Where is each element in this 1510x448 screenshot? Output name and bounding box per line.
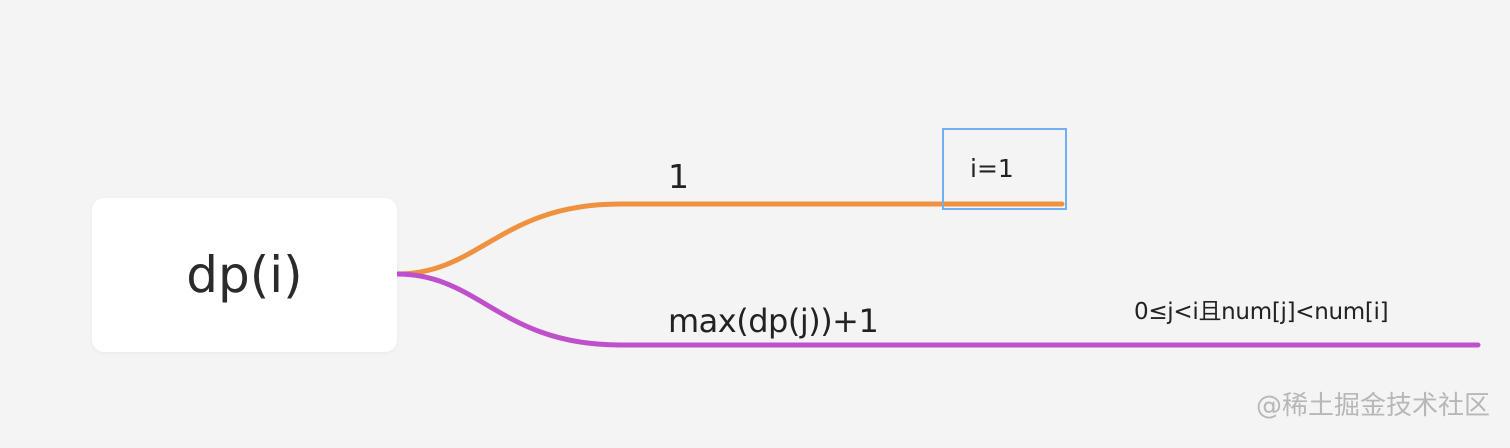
watermark: @稀土掘金技术社区 <box>1255 391 1490 421</box>
leaf-1-label: i=1 <box>970 154 1014 183</box>
root-node[interactable]: dp(i) <box>92 198 397 352</box>
root-node-label: dp(i) <box>186 246 303 304</box>
leaf-1-highlight-box <box>942 128 1067 210</box>
branch-2-label: max(dp(j))+1 <box>668 302 879 340</box>
branch-1-label: 1 <box>668 157 689 196</box>
branch-1-connector <box>394 201 1065 277</box>
leaf-2-label: 0≤j<i且num[j]<num[i] <box>1134 299 1389 325</box>
branch-2-connector <box>394 271 1481 348</box>
